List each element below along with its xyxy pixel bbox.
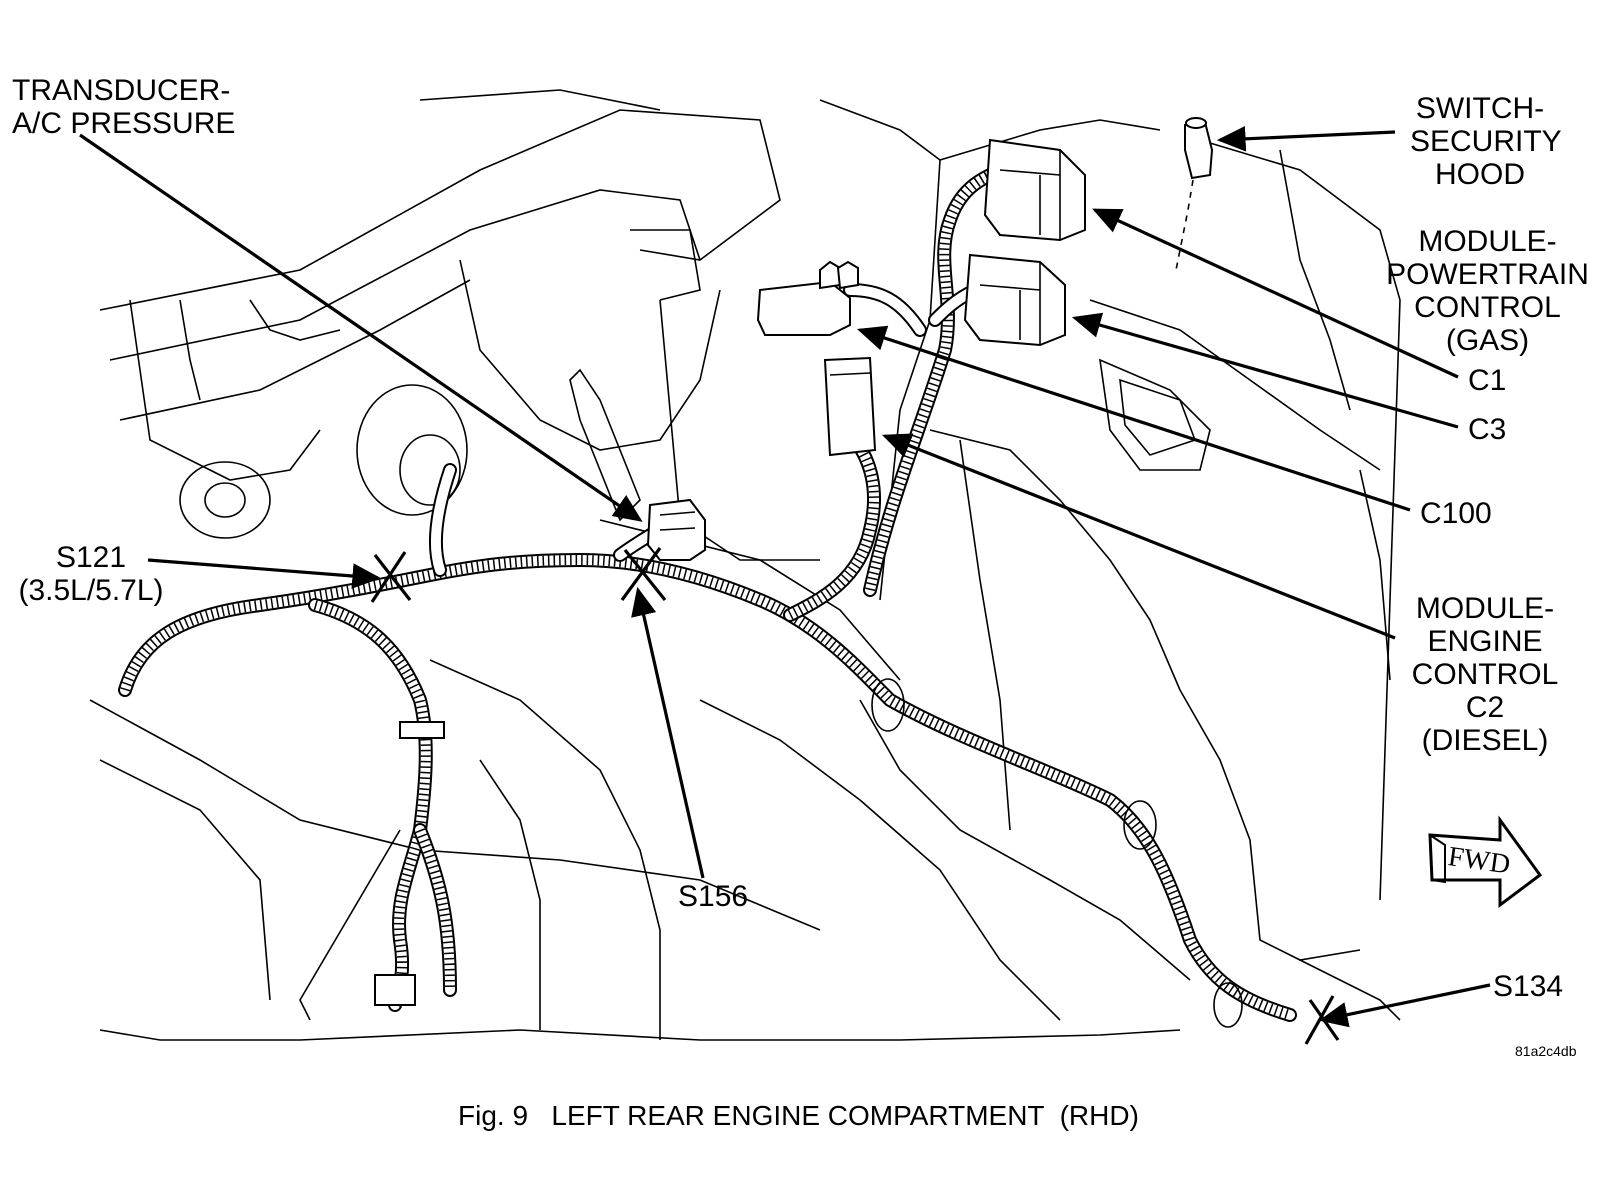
figure-caption: Fig. 9 LEFT REAR ENGINE COMPARTMENT (RHD… bbox=[458, 1100, 1139, 1131]
engine-compartment-structure bbox=[89, 89, 1401, 1041]
label-switch-security-hood: SWITCH- SECURITY HOOD bbox=[1410, 92, 1562, 191]
pcm-connector-c3 bbox=[963, 253, 1066, 347]
leader-switch-hood bbox=[1216, 126, 1396, 152]
leader-c100 bbox=[856, 325, 1411, 512]
ecm-connector-c2 bbox=[823, 356, 877, 457]
pcm-connector-c1 bbox=[983, 138, 1086, 242]
label-s121: S121 (3.5L/5.7L) bbox=[18, 541, 164, 607]
label-transducer-ac-pressure: TRANSDUCER- A/C PRESSURE bbox=[12, 74, 236, 140]
ac-pressure-transducer bbox=[646, 498, 706, 561]
leader-c1 bbox=[1092, 208, 1459, 379]
label-module-engine-control: MODULE- ENGINE CONTROL C2 (DIESEL) bbox=[1411, 592, 1559, 757]
leader-lines bbox=[79, 126, 1491, 1028]
leader-s134 bbox=[1318, 983, 1491, 1028]
leader-transducer bbox=[79, 133, 643, 522]
label-s156: S156 bbox=[678, 880, 749, 913]
splice-s121-mark bbox=[370, 551, 412, 603]
label-module-powertrain-control: MODULE- POWERTRAIN CONTROL (GAS) bbox=[1386, 225, 1589, 357]
leader-c3 bbox=[1071, 312, 1459, 429]
leader-ecm-c2 bbox=[882, 433, 1396, 640]
image-code: 81a2c4db bbox=[1515, 1043, 1577, 1059]
leader-s156 bbox=[631, 586, 705, 879]
connector-c100 bbox=[756, 260, 859, 336]
label-c3: C3 bbox=[1468, 413, 1507, 446]
label-s134: S134 bbox=[1493, 970, 1564, 1003]
fwd-arrow-icon: FWD bbox=[1428, 815, 1543, 908]
label-c100: C100 bbox=[1420, 497, 1492, 530]
splice-s156-mark bbox=[620, 547, 667, 601]
leader-s121 bbox=[147, 558, 382, 589]
label-c1: C1 bbox=[1468, 364, 1507, 397]
hood-security-switch bbox=[1175, 117, 1214, 271]
